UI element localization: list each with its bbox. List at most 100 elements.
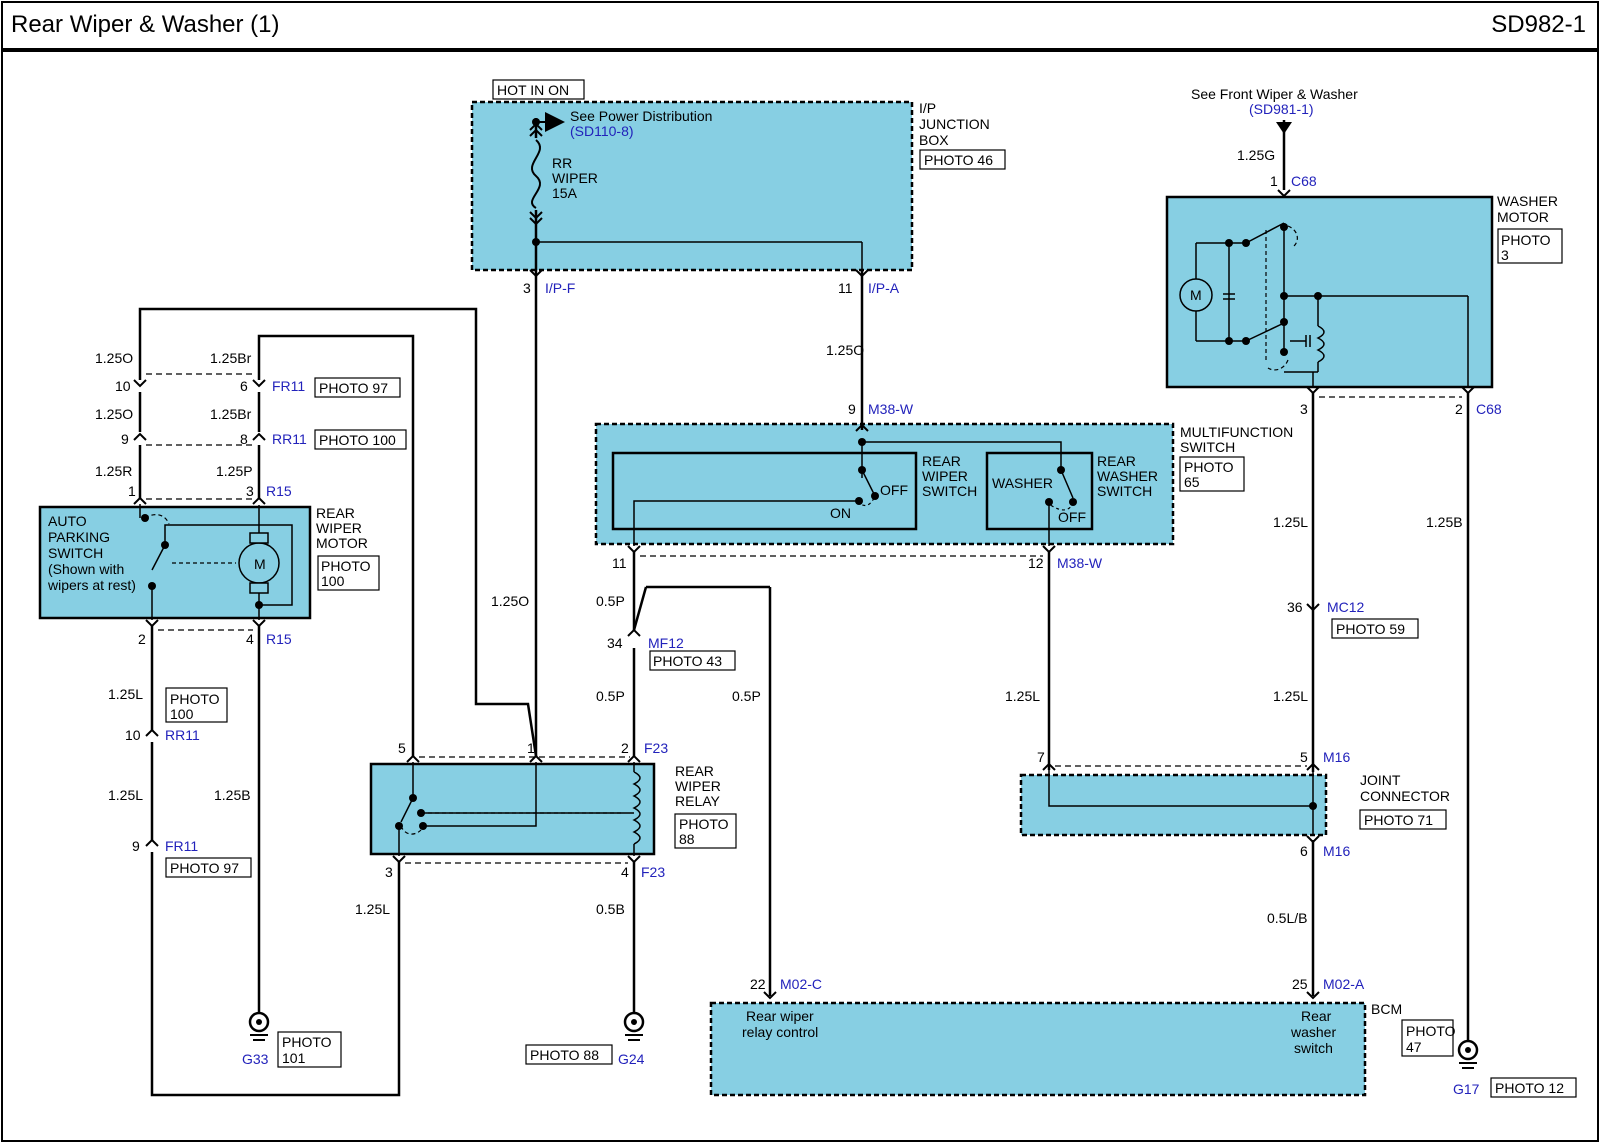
label-m16b: M16 [1323, 843, 1350, 859]
label-wiper4: WIPER [316, 520, 362, 536]
label-pin12: 12 [1028, 555, 1044, 571]
rear-wiper-motor-internals [139, 504, 293, 620]
label-pin5m16: 5 [1300, 749, 1308, 765]
label-switch: SWITCH [1180, 439, 1235, 455]
washer-motor-internals [1179, 222, 1469, 387]
label-pin1r15: 1 [128, 483, 136, 499]
page-header-title: Rear Wiper & Washer (1) [11, 11, 280, 38]
label-rr11a: RR11 [272, 431, 307, 447]
label-w125l-a: 1.25L [1273, 514, 1308, 530]
label-pin22: 22 [750, 976, 766, 992]
label-photo100n: 100 [321, 573, 345, 589]
label-w125p: 1.25P [216, 463, 253, 479]
rear-wiper-motor-dots [141, 514, 263, 609]
label-washer-l: washer [1290, 1024, 1336, 1040]
label-rear4: REAR [316, 505, 355, 521]
label-w125g: 1.25G [1237, 147, 1275, 163]
label-bcm: BCM [1371, 1001, 1402, 1017]
label-wiper: WIPER [552, 170, 598, 186]
label-pin6m16: 6 [1300, 843, 1308, 859]
label-rear-wiper-l: Rear wiper [746, 1008, 814, 1024]
label-switch-l: switch [1294, 1040, 1333, 1056]
label-w05p-a: 0.5P [596, 593, 625, 609]
label-photo71: PHOTO 71 [1364, 812, 1433, 828]
label-rear: REAR [922, 453, 961, 469]
label-photo12: PHOTO 12 [1495, 1080, 1564, 1096]
label-pin7: 7 [1037, 749, 1045, 765]
label-c68b: C68 [1476, 401, 1502, 417]
label-pin11: 11 [838, 280, 853, 296]
label-switch4: SWITCH [48, 545, 103, 561]
joint-connector-dots [1309, 802, 1317, 810]
label-w125l-c: 1.25L [1005, 688, 1040, 704]
multifunction-switch-box [594, 422, 1175, 546]
connector-groupings [146, 373, 1462, 864]
label-ipa: I/P-A [868, 280, 900, 296]
label-relay: RELAY [675, 793, 721, 809]
label-w125o-a: 1.25O [826, 342, 864, 358]
label-pin2r15: 2 [138, 631, 146, 647]
label-g33: G33 [242, 1051, 269, 1067]
label-see-power: See Power Distribution [570, 108, 712, 124]
label-shown-with: (Shown with [48, 561, 124, 577]
label-washer: WASHER [1497, 193, 1558, 209]
label-w05b: 0.5B [596, 901, 625, 917]
label-sd110: (SD110-8) [570, 123, 634, 139]
label-c68-pin3: 3 [1300, 401, 1308, 417]
label-box: BOX [919, 132, 949, 148]
label-fr11a: FR11 [272, 378, 305, 394]
label-m02a: M02-A [1323, 976, 1365, 992]
label-photo59: PHOTO 59 [1336, 621, 1405, 637]
label-washer2: WASHER [1097, 468, 1158, 484]
label-g17: G17 [1453, 1081, 1480, 1097]
label-w125b-b: 1.25B [214, 787, 251, 803]
label-c68-pin2: 2 [1455, 401, 1463, 417]
label-fuse-15a: 15A [552, 185, 578, 201]
label-pin9fr11: 9 [132, 838, 140, 854]
connector-chevrons [133, 122, 1475, 1000]
label-pin34: 34 [607, 635, 623, 651]
ground-g17-icon [1457, 1039, 1479, 1069]
label-w05p-c: 0.5P [732, 688, 761, 704]
label-hot-in-on: HOT IN ON [497, 82, 569, 98]
label-relay-control: relay control [742, 1024, 818, 1040]
label-m38w-b: M38-W [1057, 555, 1103, 571]
label-multifunction: MULTIFUNCTION [1180, 424, 1293, 440]
label-wipers-at-rest: wipers at rest) [47, 577, 136, 593]
label-w05p-b: 0.5P [596, 688, 625, 704]
rear-wiper-relay-box [369, 762, 656, 856]
label-m38w-a: M38-W [868, 401, 914, 417]
label-m: M [254, 556, 266, 572]
ground-g24-icon [623, 1011, 645, 1041]
multifunction-dots [855, 438, 1077, 506]
label-w125b-a: 1.25B [1426, 514, 1463, 530]
label-photo: PHOTO [1184, 459, 1234, 475]
label-m16a: M16 [1323, 749, 1350, 765]
label-rr11b: RR11 [165, 727, 200, 743]
label-pin3b: 3 [385, 864, 393, 880]
label-photo88a: PHOTO 88 [530, 1047, 599, 1063]
label-switch3: SWITCH [1097, 483, 1152, 499]
label-mf12: MF12 [648, 635, 684, 651]
label-w125o-b: 1.25O [491, 593, 529, 609]
label-sd981: (SD981-1) [1249, 101, 1314, 117]
label-w125o-d: 1.25O [95, 406, 133, 422]
label-motor: MOTOR [1497, 209, 1549, 225]
label-ipf: I/P-F [545, 280, 575, 296]
diagram-text: HOT IN ON See Power Distribution (SD110-… [47, 82, 1564, 1097]
label-pin1: 1 [527, 740, 535, 756]
label-pin2f23: 2 [621, 740, 629, 756]
label-pin4f23: 4 [621, 864, 629, 880]
label-photo: PHOTO [1406, 1023, 1456, 1039]
label-pin5: 5 [398, 740, 406, 756]
label-washer-sw: WASHER [992, 475, 1053, 491]
label-w125l-f: 1.25L [108, 787, 143, 803]
label-off2: OFF [1058, 509, 1086, 525]
label-c68-pin1: 1 [1270, 173, 1278, 189]
washer-motor-dots [1225, 223, 1322, 356]
label-photo65n: 65 [1184, 474, 1200, 490]
label-joint: JOINT [1360, 772, 1401, 788]
label-m02c: M02-C [780, 976, 822, 992]
label-photo97b: PHOTO 97 [170, 860, 239, 876]
